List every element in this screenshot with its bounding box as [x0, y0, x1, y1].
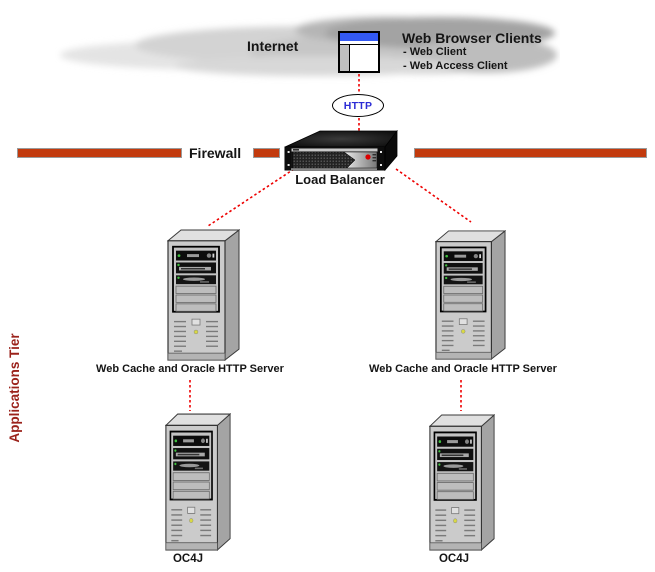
- server-tower-web-cache-left: [167, 229, 240, 361]
- server-tower-oc4j-right: [429, 414, 495, 551]
- connector-lb-right-server: [395, 168, 472, 223]
- server-tower-web-cache-right: [435, 230, 506, 360]
- web-cache-server-label-left: Web Cache and Oracle HTTP Server: [96, 363, 284, 375]
- http-label: HTTP: [343, 99, 373, 112]
- firewall-bar-right: [414, 148, 647, 158]
- browser-window-icon: [338, 31, 380, 73]
- browser-sidebar: [340, 45, 350, 71]
- load-balancer-icon: [284, 130, 398, 172]
- firewall-bar-middle: [253, 148, 280, 158]
- browser-titlebar: [340, 33, 378, 41]
- internet-label: Internet: [247, 38, 299, 54]
- connector-lb-left-server: [207, 168, 295, 227]
- web-client-item: - Web Client: [403, 46, 467, 58]
- browser-body: [340, 45, 378, 71]
- server-tower-oc4j-left: [165, 413, 231, 551]
- oc4j-label-right: OC4J: [438, 553, 470, 565]
- load-balancer-label: Load Balancer: [295, 172, 385, 187]
- browser-toolbar: [340, 41, 378, 45]
- firewall-label: Firewall: [189, 145, 242, 161]
- internet-cloud-icon: [60, 17, 557, 76]
- firewall-bar-left: [17, 148, 182, 158]
- web-browser-clients-title: Web Browser Clients: [402, 30, 542, 46]
- http-protocol-ellipse: HTTP: [332, 94, 384, 117]
- oc4j-label-left: OC4J: [172, 553, 204, 565]
- applications-tier-label: Applications Tier: [7, 333, 22, 443]
- web-cache-server-label-right: Web Cache and Oracle HTTP Server: [369, 363, 557, 375]
- browser-content: [350, 45, 378, 71]
- web-access-client-item: - Web Access Client: [403, 60, 508, 72]
